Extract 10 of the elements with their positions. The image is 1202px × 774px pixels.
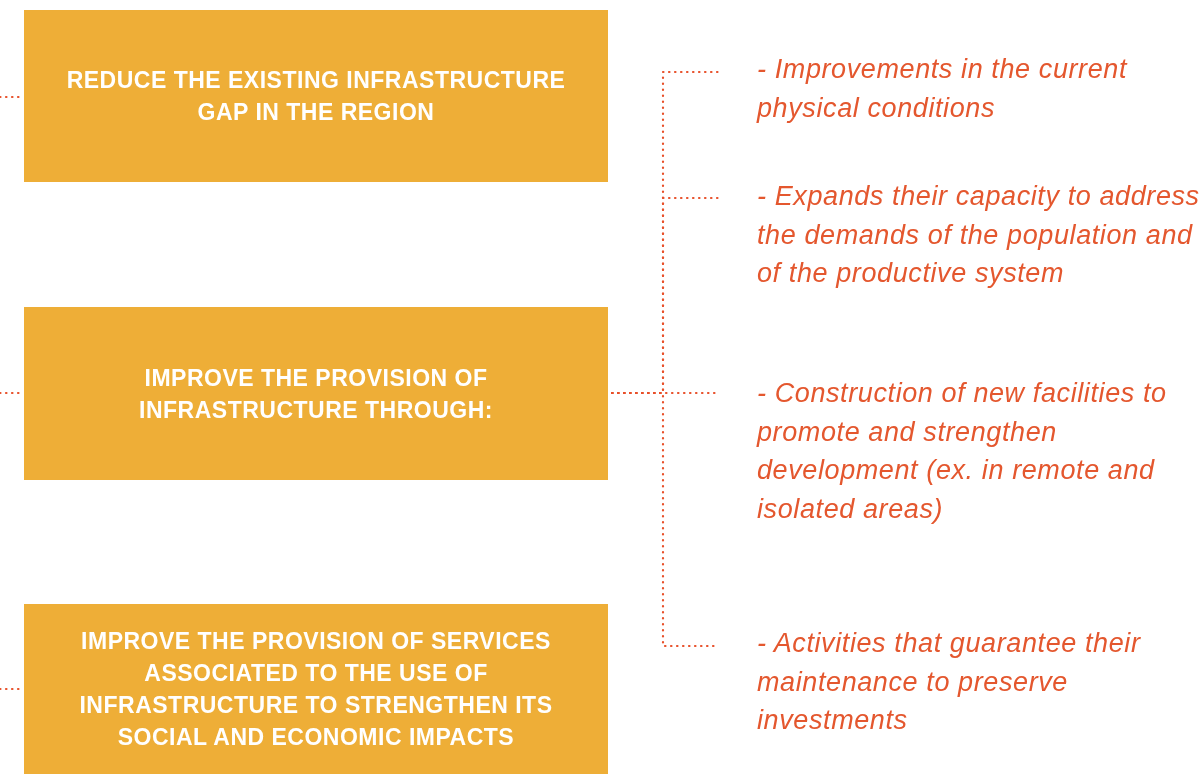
note-text: - Improvements in the current physical conditions	[757, 53, 1129, 125]
objective-box	[24, 307, 608, 480]
note-text: - Activities that guarantee their maintenance to preserve investments	[757, 627, 1142, 737]
note-text: - Expands their capacity to address the demands of the population and of the productive system	[757, 180, 1201, 290]
objective-text: IMPROVE THE PROVISION OF INFRASTRUCTURE THROUGH:	[138, 363, 494, 425]
objective-box	[24, 604, 608, 774]
note-text: - Construction of new facilities to promote and strengthen development (ex. in remote and isolated areas)	[757, 377, 1168, 526]
objective-box	[24, 10, 608, 182]
objective-text: REDUCE THE EXISTING INFRASTRUCTURE GAP IN THE REGION	[65, 66, 567, 127]
objective-text: IMPROVE THE PROVISION OF SERVICES ASSOCIATED TO THE USE OF INFRASTRUCTURE TO STRENGTHEN ITS SOCIAL AND ECONOMIC IMPACTS	[78, 627, 554, 752]
